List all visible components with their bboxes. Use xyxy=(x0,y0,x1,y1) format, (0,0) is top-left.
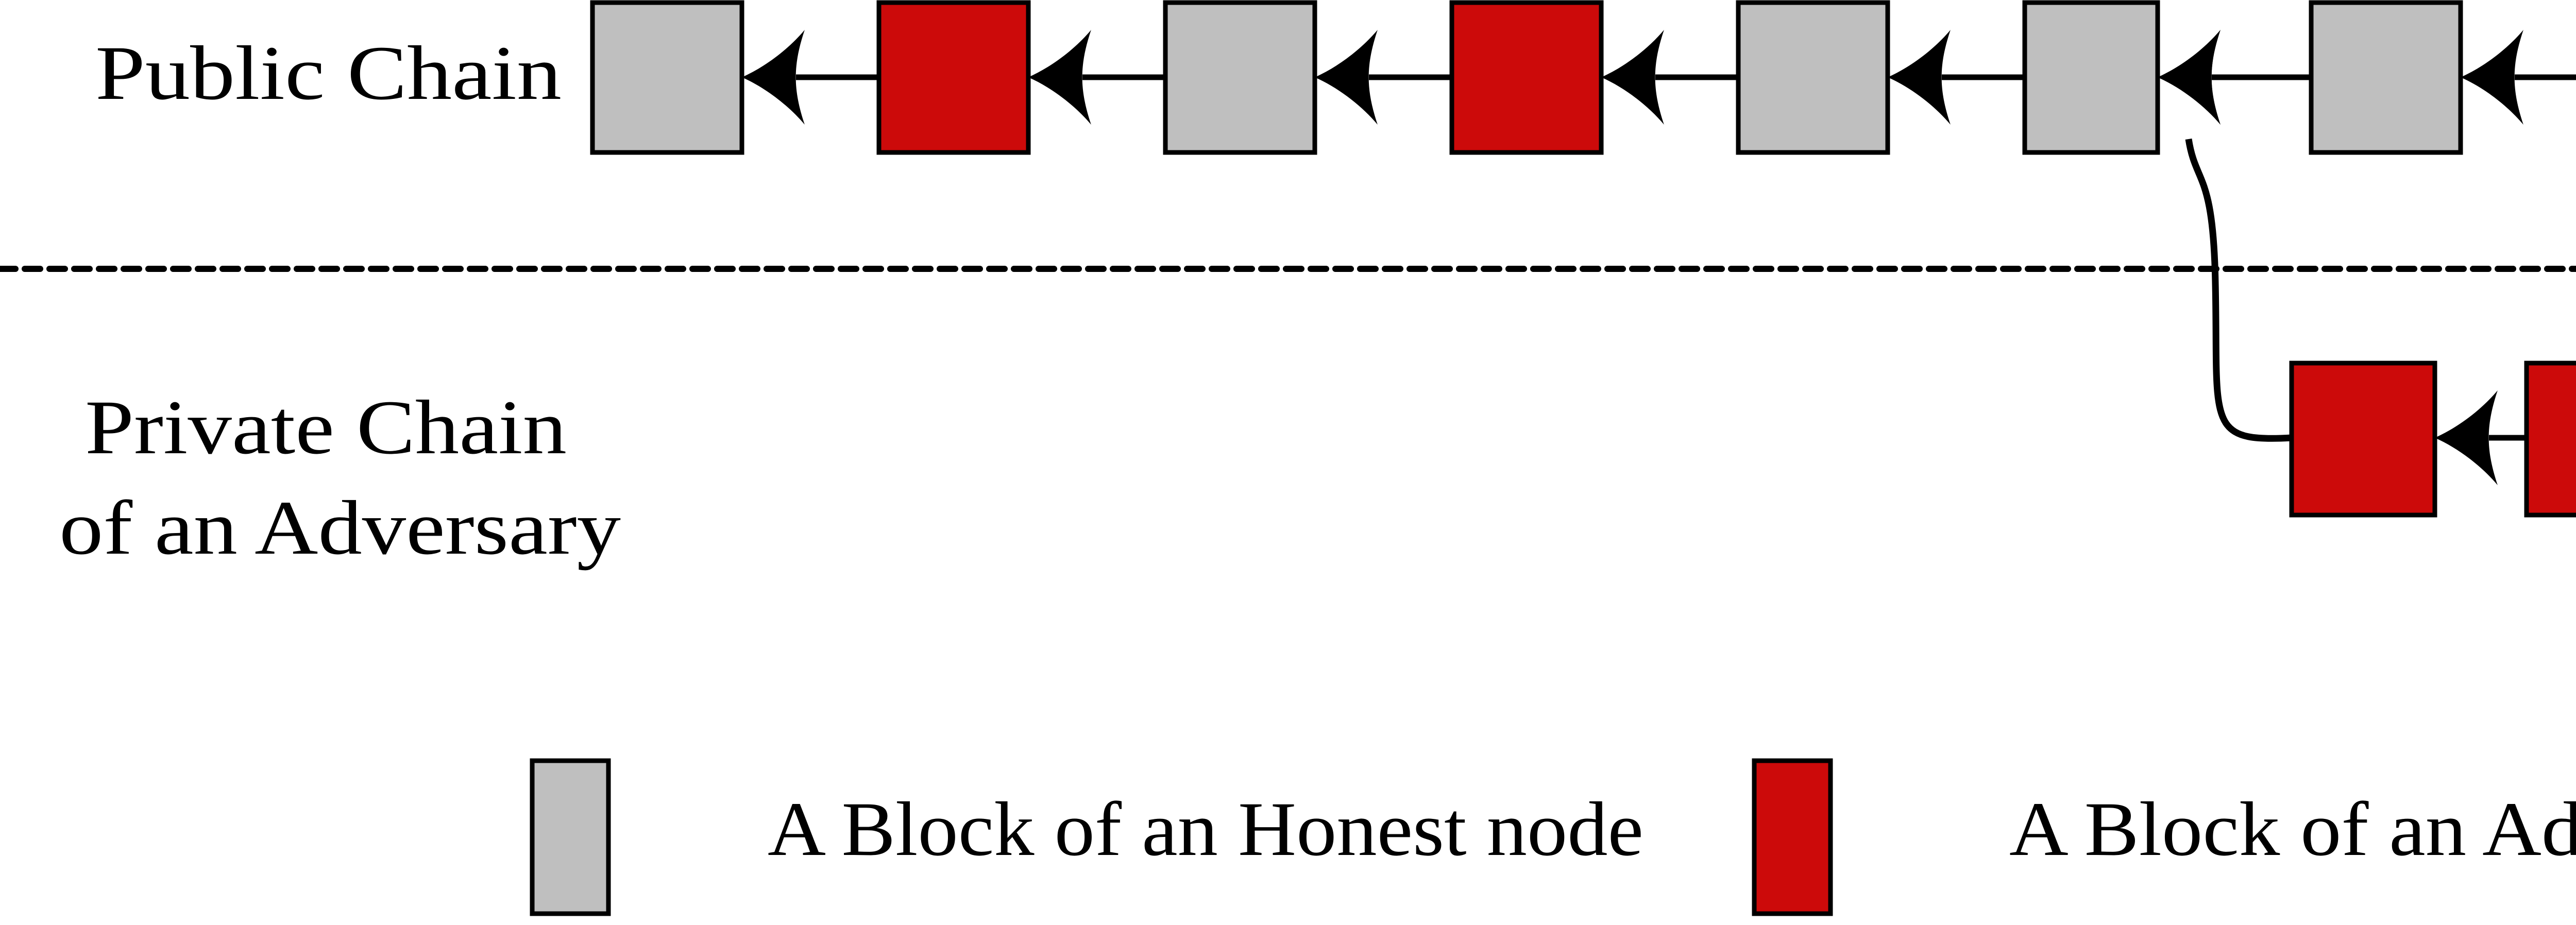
legend-label-honest: A Block of an Honest node xyxy=(768,786,1643,872)
public-chain-block-6-honest[interactable] xyxy=(2022,0,2160,155)
private-chain-blocks xyxy=(2289,361,2576,518)
public-chain-block-7-honest[interactable] xyxy=(2309,0,2463,155)
public-chain-label: Public Chain xyxy=(95,30,562,116)
public-chain-block-2-adversary[interactable] xyxy=(876,0,1031,155)
private-chain-block-2-adversary[interactable] xyxy=(2524,361,2576,518)
private-chain-label-line2: of an Adversary xyxy=(59,485,621,571)
public-chain-block-5-honest[interactable] xyxy=(1736,0,1890,155)
arrow-head-icon xyxy=(1601,29,1664,125)
public-chain-block-1-honest[interactable] xyxy=(590,0,744,155)
private-chain-label-line1: Private Chain xyxy=(85,385,567,470)
legend-label-adversary: A Block of an Adversary xyxy=(2009,786,2576,872)
arrow-head-icon xyxy=(2158,29,2221,125)
private-chain-links xyxy=(2435,390,2527,486)
legend-swatch-adversary xyxy=(1752,758,1833,916)
arrow-head-icon xyxy=(2435,390,2498,486)
public-chain-block-4-adversary[interactable] xyxy=(1449,0,1604,155)
fork-branch-curve xyxy=(2185,138,2292,442)
arrow-head-icon xyxy=(2461,29,2523,125)
public-chain-blocks xyxy=(590,0,2463,155)
legend-swatch-honest xyxy=(530,758,611,916)
public-chain-block-3-honest[interactable] xyxy=(1163,0,1317,155)
legend: A Block of an Honest node A Block of an A… xyxy=(530,758,2576,916)
arrow-head-icon xyxy=(1315,29,1378,125)
arrow-head-icon xyxy=(742,29,805,125)
arrow-head-icon xyxy=(1028,29,1091,125)
arrow-head-icon xyxy=(1888,29,1951,125)
private-chain-block-1-adversary[interactable] xyxy=(2289,361,2437,518)
fork-branch-connector xyxy=(2158,29,2292,442)
